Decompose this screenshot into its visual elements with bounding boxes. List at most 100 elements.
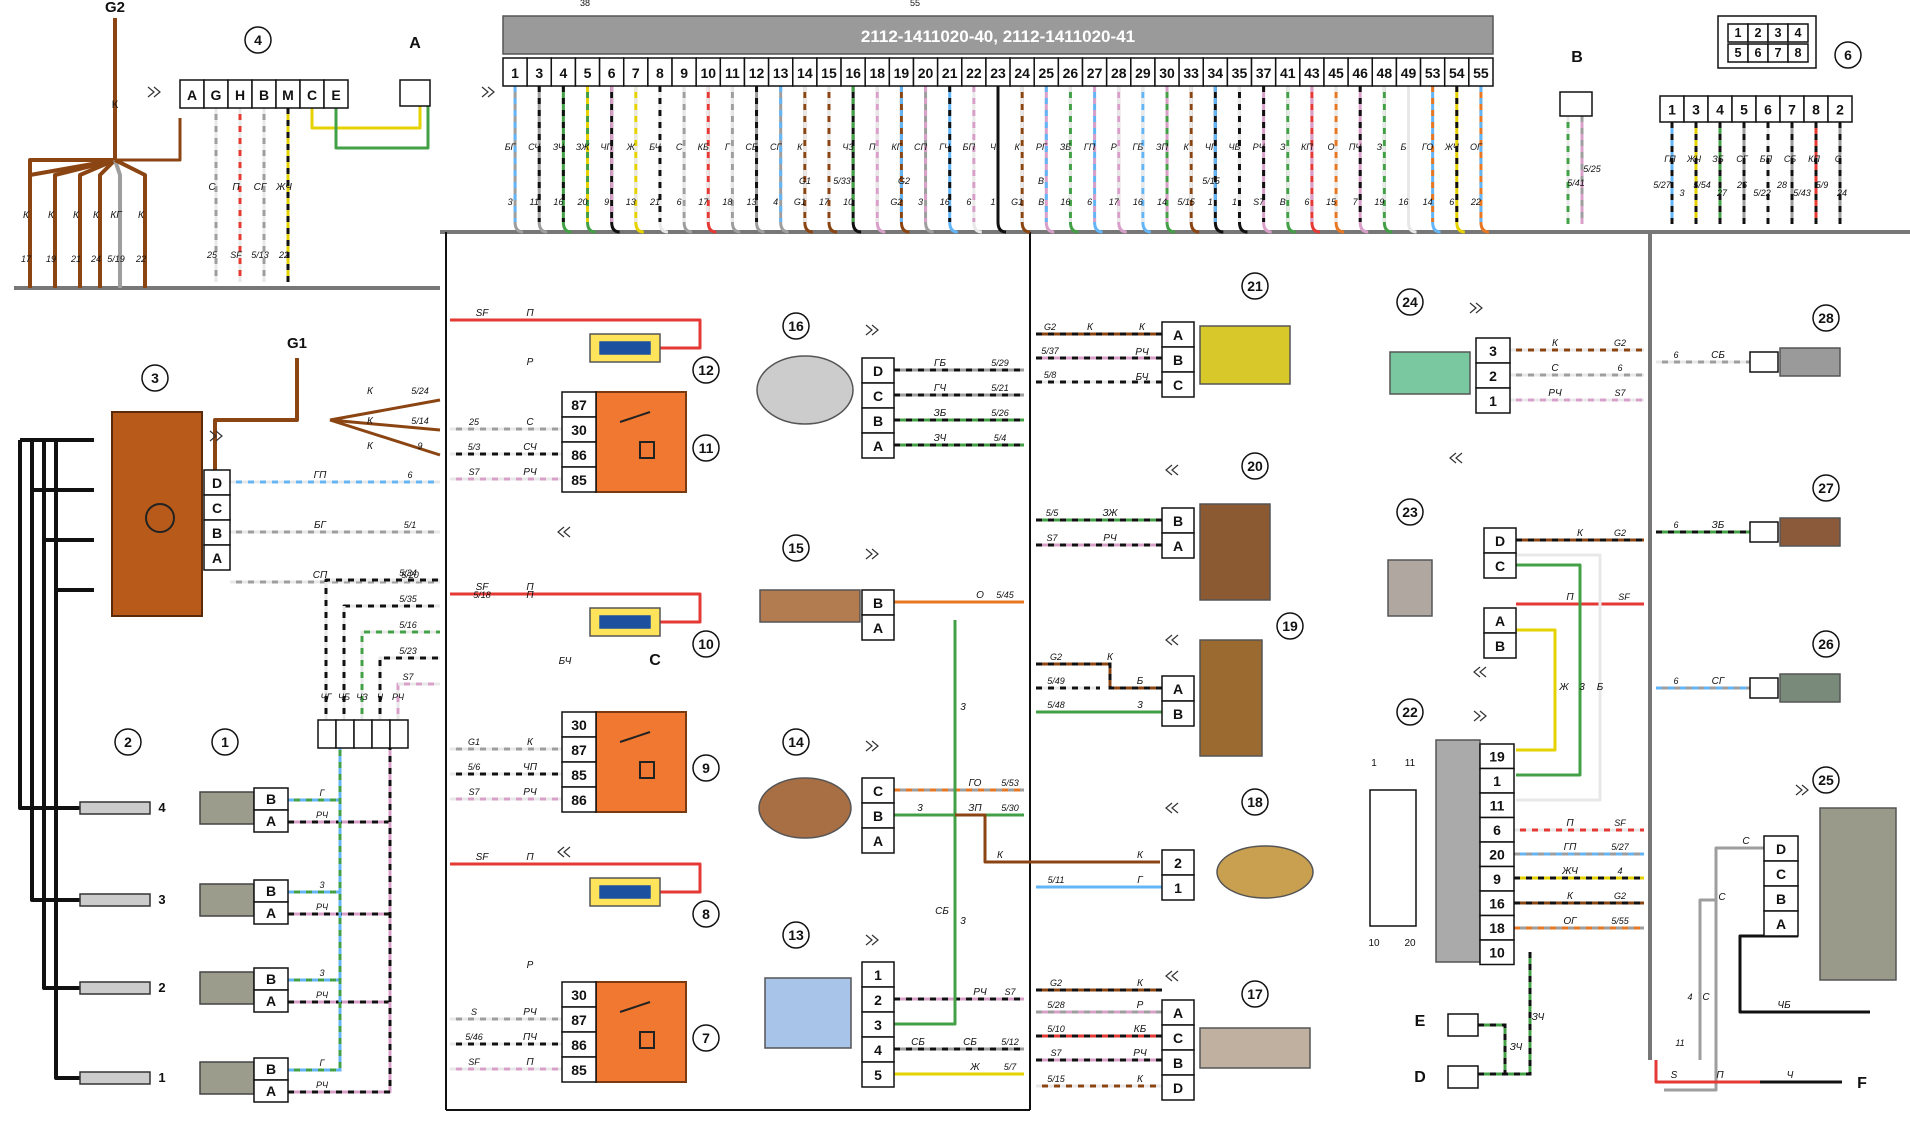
ecu-wire-bend [561, 221, 572, 234]
ecu-wire-code: СП [914, 142, 927, 152]
sensor-21-ref: 5/8 [1044, 370, 1057, 380]
injector-wire [288, 740, 342, 982]
relay-number-text: 11 [699, 440, 714, 456]
sensor-17-wire-code: РЧ [1133, 1048, 1147, 1059]
ecu-pin-label: 16 [845, 65, 861, 81]
ecu-pin [1299, 57, 1325, 87]
sensor-18-pin [1161, 874, 1195, 901]
connector-b [1559, 91, 1593, 117]
relay-wire-code: РЧ [523, 1007, 537, 1018]
sensor-23-loop [1516, 563, 1582, 777]
injector-pin [253, 901, 289, 925]
ignition-number [141, 364, 169, 392]
ignition-pin [203, 544, 231, 571]
ecu-wire-bend [537, 221, 548, 234]
right-sensor-ref: 6 [1673, 676, 1678, 686]
sensor-24-ref: S7 [1614, 388, 1626, 398]
sensor-16-pin [861, 357, 895, 384]
ecu-bottom-ref: 11 [530, 197, 539, 207]
connector-6-pin-label: 6 [1764, 102, 1772, 118]
ecu-pin-label: 13 [773, 65, 789, 81]
connector-e [1447, 1013, 1479, 1037]
block-4-pin-label: G [211, 87, 222, 103]
sensor-23-pin-label: A [1495, 613, 1505, 629]
ecu-wire-code: С [676, 142, 683, 152]
injector-bundle-wire [342, 604, 440, 720]
injector-bundle-code: ЧЗ [356, 692, 368, 702]
harness-branch-ref: 17 [21, 254, 32, 264]
sensor-24-pin [1475, 387, 1511, 414]
ecu-wire-bend [1165, 221, 1176, 234]
ignition-feed-code: К [367, 416, 374, 427]
injector-bundle-pin [389, 719, 409, 749]
ecu-wire-bend [634, 221, 644, 234]
injector-pin-label: A [266, 993, 276, 1009]
ecu-wire-bend [706, 221, 717, 234]
ecu-wire-bend [586, 221, 596, 234]
ecu-mid-label: G2 [898, 176, 910, 186]
relay-number [692, 1024, 720, 1052]
diag-22-small: 1 [1371, 758, 1377, 769]
ecu-pin-label: 34 [1208, 65, 1224, 81]
connector-6-pin [1659, 95, 1685, 123]
injector-wire [288, 740, 342, 894]
sensor-23-ref: SF [1618, 592, 1630, 602]
sensor-13-pin [861, 1061, 895, 1088]
ecu-pin-label: 26 [1063, 65, 1079, 81]
ecu-wire-code: Р [1111, 142, 1117, 152]
ecu-arrow [481, 86, 495, 98]
connector-6-wire-code: ЗБ [1712, 154, 1724, 164]
injector-bundle-ref: 5/23 [399, 646, 417, 656]
connector-a [399, 79, 431, 107]
injector-pin-label: A [266, 813, 276, 829]
injector-pin-label: B [266, 1061, 276, 1077]
ecu-pin-label: 14 [797, 65, 813, 81]
sensor-17-pin-label: C [1173, 1030, 1183, 1046]
ecu-pin [792, 57, 818, 87]
ecu-wire-bend [682, 221, 693, 234]
sensor-13-wire-code: СБ [911, 1037, 925, 1048]
ecu-wire-code: К [1014, 142, 1020, 152]
diag-22-wire-code: П [1566, 818, 1574, 829]
ecu-pin [502, 57, 528, 87]
connector-6-number-text: 6 [1844, 47, 1852, 63]
ecu-wire-bend [924, 221, 934, 234]
ecu-wire-code: К [1184, 142, 1190, 152]
ecu-pin-label: 41 [1280, 65, 1296, 81]
sensor-25-pin-label: A [1776, 916, 1786, 932]
sensor-20-pin-label: B [1173, 513, 1183, 529]
relay-arrow [557, 846, 571, 858]
connector-6-ref: 27 [1716, 188, 1728, 198]
block-4-pin-label: C [307, 87, 317, 103]
ignition-pin [203, 519, 231, 546]
sensor-23-side-code: Ж [1558, 682, 1569, 693]
sensor-13-number [782, 921, 810, 949]
sensor-25-pin-label: C [1776, 866, 1786, 882]
relay-pin [561, 711, 597, 738]
harness-branch-code: К [23, 210, 30, 221]
ecu-wire-bend [803, 221, 813, 234]
ignition-wire-code: БГ [314, 520, 328, 531]
sensor-17-ref: G2 [1050, 978, 1062, 988]
spark-plug [79, 893, 151, 907]
sensor-17-ref: 5/10 [1047, 1024, 1065, 1034]
sensor-16-ref: 5/21 [991, 383, 1009, 393]
relay-wire-code: ЧП [523, 762, 538, 773]
diag-22-pin-label: 10 [1489, 945, 1505, 961]
relay-wire-ref: S7 [468, 787, 480, 797]
ecu-bottom-ref: 10 [843, 197, 853, 207]
fuse-feed [450, 862, 702, 894]
block-4-wire-code: П [232, 182, 240, 193]
harness-branch-code: К [48, 210, 55, 221]
vertical-wire-code: К [997, 850, 1004, 861]
ecu-pin-label: 6 [608, 65, 616, 81]
diag-22-wire-code: ОГ [1563, 916, 1578, 927]
sensor-23-arrow-2 [1473, 710, 1487, 722]
sensor-19-ref: 5/49 [1047, 676, 1065, 686]
ignition-module [111, 411, 203, 617]
diag-22-pin [1479, 743, 1515, 770]
ignition-ref: 6 [407, 470, 412, 480]
sensor-13-pin [861, 986, 895, 1013]
sensor-19-ref: G2 [1050, 652, 1062, 662]
sensor-16-body [756, 355, 854, 425]
